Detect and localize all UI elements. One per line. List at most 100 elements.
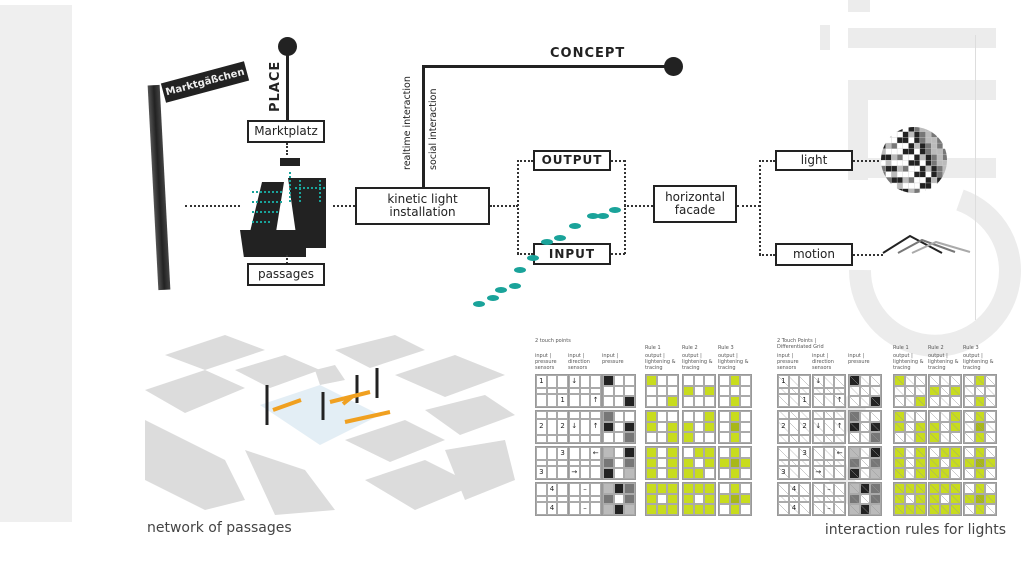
grid-cell [656,457,668,469]
rule-grid [645,374,679,408]
light-pixel [896,188,903,193]
column-header: input | direction sensors [812,353,834,371]
light-pixel [881,171,886,178]
grid-cell [939,483,951,494]
light-pixel [908,165,915,172]
light-pixel [891,131,898,138]
grid-cell [929,432,940,443]
grid-cell [964,421,975,433]
grid-cell [740,493,751,505]
place-node [278,37,297,56]
grid-cell [964,468,975,479]
grid-cell [646,421,657,433]
grid-cell [656,493,668,505]
grid-cell [740,447,751,458]
grid-cell [939,375,951,386]
grid-cell [813,502,824,515]
grid-cell [729,468,741,479]
grid-cell [536,394,547,407]
grid-cell [729,375,741,386]
grid-cell [964,483,975,494]
grid-cell [894,396,905,407]
light-pixel [925,131,932,138]
grid-cell: 4 [788,502,800,515]
grid-cell [536,483,547,496]
grid-cell [915,447,926,458]
light-pixel [902,137,909,144]
grid-cell [569,483,580,496]
grid-cell [740,483,751,494]
column-header: input | pressure [848,353,870,365]
light-pixel [914,188,921,193]
concept-line [422,65,674,68]
kinetic-box: kinetic light installation [355,187,490,225]
grid-cell [546,411,558,420]
grid-cell [870,483,881,494]
grid-cell [704,483,715,494]
grid-cell [557,411,568,420]
grid-cell [719,385,730,397]
light-pixel [896,137,903,144]
light-pixel [919,142,926,149]
grid-cell [729,411,741,422]
grid-cell [683,432,694,443]
grid-cell [667,385,678,397]
grid-cell [656,411,668,422]
grid-cell [929,457,940,469]
grid-cell [813,394,824,407]
light-pixel [881,182,886,189]
grid-cell [569,394,580,407]
input-grid [602,410,636,444]
grid-cell [929,375,940,386]
grid-cell [557,483,568,496]
light-pixel [881,127,886,132]
grid-cell [834,434,845,443]
grid-cell [964,432,975,443]
grid-cell [624,493,635,505]
grid-cell [624,385,635,397]
grid-cell [929,504,940,515]
rule-grid [928,446,962,480]
grid-cell [985,375,996,386]
grid-cell [904,396,916,407]
grid-cell [590,502,601,515]
light-pixel [881,160,886,167]
light-pixel [942,148,947,155]
light-pixel [908,148,915,155]
grid-cell [939,504,951,515]
grid-cell [950,457,961,469]
light-pixel [925,177,932,184]
input-grid: –– [568,482,602,516]
grid-cell [788,375,800,388]
grid-cell [579,434,591,443]
grid-cell [859,457,871,469]
input-grid: ↓↑ [568,410,602,444]
grid-cell [950,375,961,386]
grid-cell [693,468,705,479]
grid-cell [813,460,824,466]
input-grid [848,374,882,408]
connector [624,205,653,207]
grid-cell [778,434,789,443]
grid-cell [624,483,635,494]
grid-cell [590,466,601,479]
grid-cell [693,432,705,443]
grid-cell: ↓ [813,375,824,388]
grid-cell [579,419,591,435]
street-sign-plate: Marktgäßchen [160,61,250,103]
grid-cell [546,375,558,388]
rule-title: Rule 1 [645,345,661,351]
grid-cell [646,468,657,479]
grid-cell [546,447,558,460]
grid-cell [719,375,730,386]
grid-cell [974,447,986,458]
light-pixel [931,160,938,167]
grid-cell [915,411,926,422]
grid-cell [799,502,810,515]
grid-cell [646,504,657,515]
grid-cell [788,419,800,435]
grid-cell [613,447,625,458]
input-grid [602,482,636,516]
grid-cell [823,419,835,435]
light-pixel [942,127,947,132]
